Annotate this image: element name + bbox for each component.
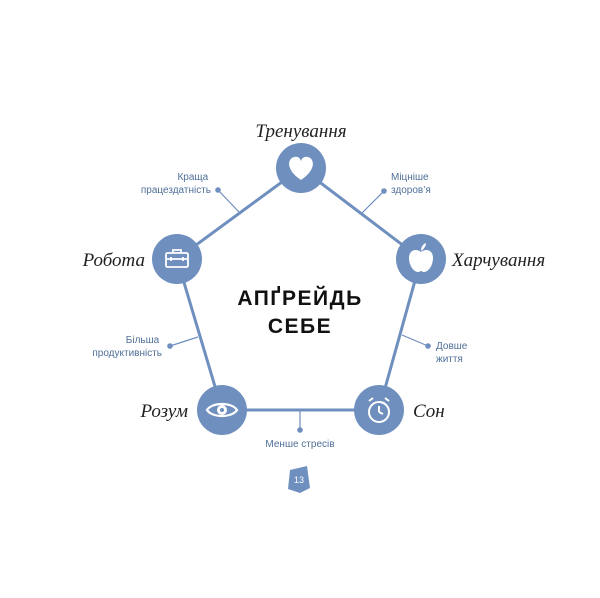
node-label-nutrition: Харчування	[451, 250, 545, 271]
leader-dot-training-nutrition	[381, 188, 387, 194]
benefit-training-nutrition: Міцніше здоров’я	[391, 172, 431, 196]
node-work: Робота	[82, 234, 202, 284]
benefit-mind-work-line2: продуктивність	[92, 348, 162, 359]
edge-work-training	[176, 166, 302, 261]
benefit-training-nutrition-line1: Міцніше	[391, 172, 429, 183]
node-training: Тренування	[255, 121, 347, 193]
center-title-line1: АПҐРЕЙДЬ	[237, 286, 362, 310]
node-mind: Розум	[139, 385, 247, 435]
benefit-nutrition-sleep-line2: життя	[436, 354, 463, 365]
node-label-work: Робота	[82, 250, 145, 271]
benefit-mind-work: Більша продуктивність	[92, 335, 162, 359]
node-nutrition: Харчування	[396, 234, 545, 284]
benefit-leaders	[167, 187, 431, 433]
node-label-mind: Розум	[139, 401, 188, 422]
benefit-mind-work-line1: Більша	[126, 335, 160, 346]
benefit-nutrition-sleep-line1: Довше	[436, 341, 468, 352]
page-number: 13	[294, 475, 304, 485]
benefit-training-nutrition-line2: здоров’я	[391, 185, 431, 196]
eye-icon	[205, 402, 239, 418]
leader-training-nutrition	[361, 190, 385, 214]
node-label-training: Тренування	[255, 121, 346, 142]
page-number-shape	[288, 466, 310, 493]
leader-work-training	[217, 189, 240, 213]
leader-mind-work	[169, 336, 199, 347]
briefcase-icon	[165, 249, 189, 268]
leader-dot-nutrition-sleep	[425, 343, 431, 349]
edge-nutrition-sleep	[377, 258, 423, 411]
node-sleep: Сон	[354, 385, 445, 435]
benefit-work-training-line1: Краща	[177, 172, 208, 183]
benefit-sleep-mind: Менше стресів	[265, 439, 334, 450]
benefit-nutrition-sleep: Довше життя	[436, 341, 470, 365]
edge-training-nutrition	[300, 166, 422, 261]
center-title-line2: СЕБЕ	[268, 315, 332, 338]
node-label-sleep: Сон	[413, 401, 445, 422]
benefit-work-training-line2: працездатність	[141, 185, 211, 196]
leader-nutrition-sleep	[401, 334, 429, 347]
heart-icon	[289, 156, 313, 180]
apple-icon	[409, 243, 433, 272]
leader-dot-work-training	[215, 187, 221, 193]
leader-dot-mind-work	[167, 343, 173, 349]
benefit-work-training: Краща працездатність	[141, 172, 211, 196]
leader-dot-sleep-mind	[297, 427, 303, 433]
alarm-clock-icon	[368, 397, 390, 423]
edge-mind-work	[175, 258, 224, 411]
page-number-badge: 13	[288, 466, 310, 493]
